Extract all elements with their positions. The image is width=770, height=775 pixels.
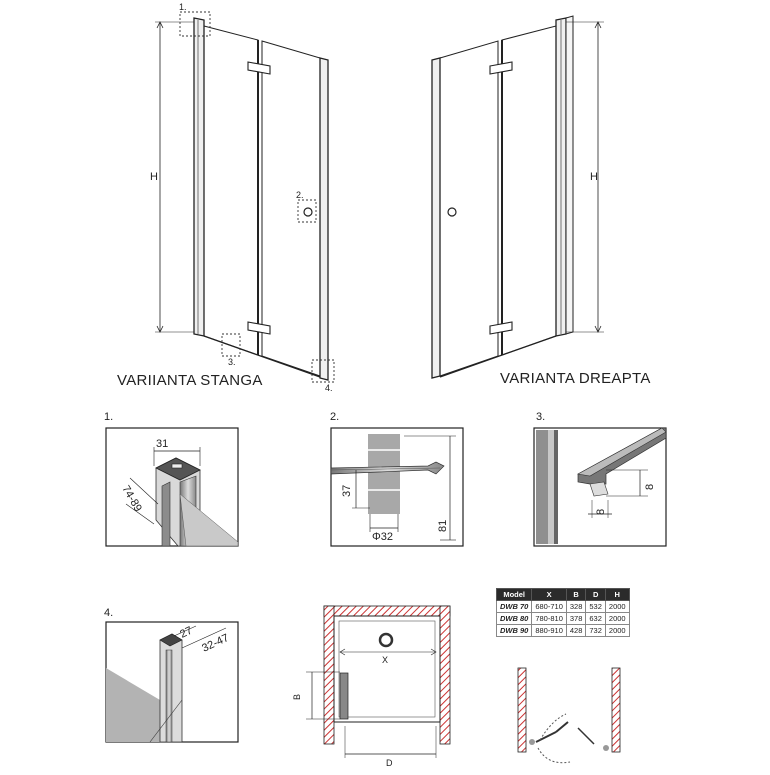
specs-header-row: Model X B D H <box>495 588 630 601</box>
detail-3-title: 3. <box>536 411 545 423</box>
detail-3-dim-b: 8 <box>595 509 607 515</box>
detail-4-title: 4. <box>104 607 113 619</box>
cell-model: DWB 70 <box>495 600 533 613</box>
detail-1-title: 1. <box>104 411 113 423</box>
cell-d: 532 <box>585 600 606 613</box>
cell-b: 378 <box>565 612 587 625</box>
plan-view <box>306 605 451 758</box>
detail-1-width: 31 <box>156 438 168 450</box>
detail-2-offset: 37 <box>341 485 353 497</box>
left-variant-door <box>155 17 329 381</box>
detail-3-dim-a: 8 <box>644 484 656 490</box>
col-d: D <box>585 588 606 601</box>
right-variant-door <box>431 15 604 379</box>
detail-4 <box>105 621 239 743</box>
cell-b: 428 <box>565 624 587 637</box>
table-row: DWB 70 680-710 328 532 2000 <box>495 600 630 613</box>
detail-1 <box>105 427 239 547</box>
plan-b-label: B <box>292 694 302 700</box>
detail-3 <box>533 427 667 547</box>
cell-h: 2000 <box>604 612 630 625</box>
cell-h: 2000 <box>604 624 630 637</box>
cell-x: 880-910 <box>531 624 567 637</box>
right-variant-title: VARIANTA DREAPTA <box>500 370 651 387</box>
detail-4-dim-a: 27 <box>178 625 194 641</box>
detail-2-title: 2. <box>330 411 339 423</box>
left-callout-4: 4. <box>325 383 333 393</box>
detail-2 <box>330 427 464 547</box>
left-callout-3: 3. <box>228 357 236 367</box>
cell-h: 2000 <box>604 600 630 613</box>
left-variant-title: VARIIANTA STANGA <box>117 372 263 389</box>
cell-model: DWB 90 <box>495 624 533 637</box>
cell-x: 780-810 <box>531 612 567 625</box>
col-b: B <box>565 588 587 601</box>
swing-diagram <box>517 667 621 764</box>
col-model: Model <box>495 588 533 601</box>
cell-d: 732 <box>585 624 606 637</box>
plan-d-label: D <box>386 758 393 768</box>
table-row: DWB 90 880-910 428 732 2000 <box>495 624 630 637</box>
col-h: H <box>604 588 630 601</box>
col-x: X <box>531 588 567 601</box>
cell-b: 328 <box>565 600 587 613</box>
left-height-label: H <box>150 171 158 183</box>
right-knob <box>447 207 457 217</box>
left-callout-2: 2. <box>296 190 304 200</box>
detail-2-height: 81 <box>437 520 449 532</box>
left-callouts <box>179 11 335 383</box>
cell-x: 680-710 <box>531 600 567 613</box>
table-row: DWB 80 780-810 378 632 2000 <box>495 612 630 625</box>
cell-model: DWB 80 <box>495 612 533 625</box>
plan-x-label: X <box>382 655 388 665</box>
detail-2-diameter: Φ32 <box>372 531 393 543</box>
right-height-label: H <box>590 171 598 183</box>
left-callout-1: 1. <box>179 2 187 12</box>
left-knob <box>303 207 313 217</box>
cell-d: 632 <box>585 612 606 625</box>
specs-table: Model X B D H DWB 70 680-710 328 532 200… <box>495 588 630 637</box>
